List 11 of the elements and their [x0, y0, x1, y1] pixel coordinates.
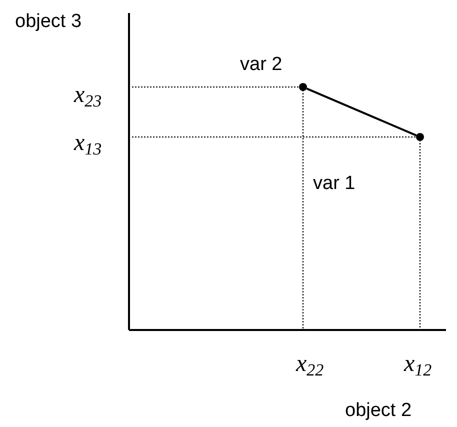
- axis-title: object 2: [345, 401, 412, 420]
- data-point: [299, 83, 307, 91]
- tick-label: x$_{12}$: [404, 352, 432, 378]
- tick-label: x$_{22}$: [296, 352, 324, 378]
- data-point: [416, 133, 424, 141]
- point-label: var 2: [240, 55, 282, 74]
- axis-title: object 3: [15, 12, 82, 31]
- tick-label: x$_{23}$: [74, 83, 102, 110]
- tick-label: x$_{13}$: [74, 131, 102, 158]
- connecting-line: [306, 88, 417, 136]
- point-label: var 1: [313, 174, 356, 193]
